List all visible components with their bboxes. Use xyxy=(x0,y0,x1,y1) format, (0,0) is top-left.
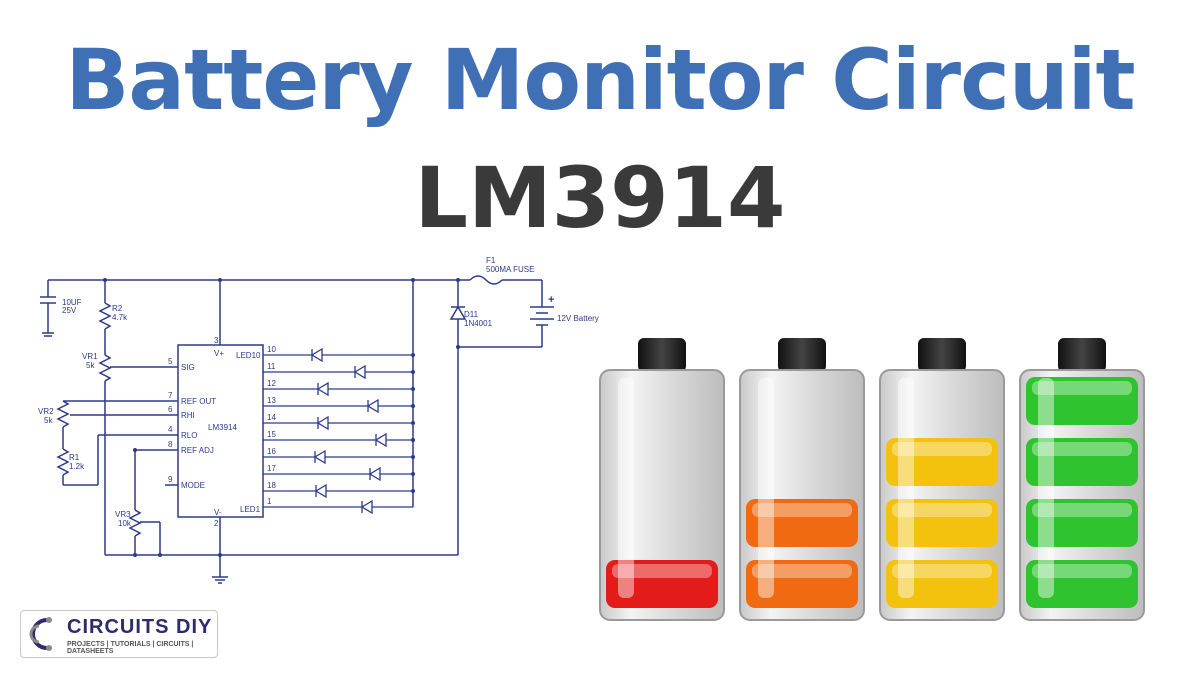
r2-value: 4.7k xyxy=(112,313,128,322)
circuit-schematic: LED10 LED1 LM3914 5 SIG 7 REF OUT 6 RHI … xyxy=(38,256,599,584)
led-pin-number: 12 xyxy=(267,379,276,388)
ic-pin-number: 5 xyxy=(168,357,173,366)
led-pin-number: 15 xyxy=(267,430,276,439)
battery-cap xyxy=(638,338,686,372)
segment-highlight xyxy=(1032,442,1132,456)
page-subtitle: LM3914 xyxy=(414,149,786,247)
battery-cap xyxy=(1058,338,1106,372)
diode-name: D11 xyxy=(464,310,479,319)
segment-highlight xyxy=(892,442,992,456)
logo-tagline: PROJECTS | TUTORIALS | CIRCUITS | DATASH… xyxy=(67,641,194,655)
battery-charge-segment xyxy=(746,499,858,547)
segment-highlight xyxy=(752,564,852,578)
ic-led10-label: LED10 xyxy=(236,351,261,360)
battery-charge-segment xyxy=(1026,438,1138,486)
led-pin-number: 14 xyxy=(267,413,276,422)
battery-level-illustration xyxy=(599,338,1145,621)
fuse-value: 500MA FUSE xyxy=(486,265,534,274)
ic-pin-number: 8 xyxy=(168,440,173,449)
vr3-name: VR3 xyxy=(115,510,131,519)
ic-pin-name: RLO xyxy=(181,431,197,440)
capacitor-voltage: 25V xyxy=(62,306,77,315)
battery-charge-segment xyxy=(886,438,998,486)
ic-pin-number: 4 xyxy=(168,425,173,434)
battery-icon xyxy=(879,338,1005,621)
battery-charge-segment xyxy=(886,560,998,608)
led-pin-number: 13 xyxy=(267,396,276,405)
glass-reflection xyxy=(618,378,634,598)
ic-pin-name: V- xyxy=(214,508,222,517)
battery-cap xyxy=(918,338,966,372)
led-pin-number: 16 xyxy=(267,447,276,456)
ic-pin-number: 6 xyxy=(168,405,173,414)
battery-icon xyxy=(739,338,865,621)
ic-led1-label: LED1 xyxy=(240,505,261,514)
battery-cap xyxy=(778,338,826,372)
battery-body xyxy=(739,369,865,621)
ic-pin-name: REF ADJ xyxy=(181,446,214,455)
battery-charge-segment xyxy=(1026,560,1138,608)
ic-pin-name: V+ xyxy=(214,349,224,358)
page-title: Battery Monitor Circuit xyxy=(65,31,1135,129)
battery-icon xyxy=(1019,338,1145,621)
vr1-name: VR1 xyxy=(82,352,98,361)
r2-name: R2 xyxy=(112,304,123,313)
led-pin-number: 17 xyxy=(267,464,276,473)
battery-charge-segment xyxy=(1026,377,1138,425)
glass-reflection xyxy=(898,378,914,598)
battery-body xyxy=(1019,369,1145,621)
ic-pin-name: SIG xyxy=(181,363,195,372)
glass-reflection xyxy=(758,378,774,598)
vr1-value: 5k xyxy=(86,361,95,370)
vr2-value: 5k xyxy=(44,416,53,425)
vr3-value: 10k xyxy=(118,519,132,528)
led-pin-number: 10 xyxy=(267,345,276,354)
logo-icon xyxy=(29,617,52,651)
led-pin-number: 1 xyxy=(267,497,272,506)
battery-charge-segment xyxy=(1026,499,1138,547)
battery-charge-segment xyxy=(746,560,858,608)
battery-label: 12V Battery xyxy=(557,314,599,323)
led-pin-number: 11 xyxy=(267,362,276,371)
ic-pin-name: RHI xyxy=(181,411,195,420)
r1-name: R1 xyxy=(69,453,80,462)
segment-highlight xyxy=(1032,503,1132,517)
battery-body xyxy=(879,369,1005,621)
battery-charge-segment xyxy=(606,560,718,608)
diode-value: 1N4001 xyxy=(464,319,493,328)
segment-highlight xyxy=(1032,381,1132,395)
battery-polarity: + xyxy=(548,294,554,306)
led-pin-number: 18 xyxy=(267,481,276,490)
ic-name-label: LM3914 xyxy=(208,423,237,432)
fuse-name: F1 xyxy=(486,256,496,265)
ic-pin-number: 7 xyxy=(168,391,173,400)
battery-charge-segment xyxy=(886,499,998,547)
segment-highlight xyxy=(892,564,992,578)
battery-body xyxy=(599,369,725,621)
logo-brand-text: CIRCUITS DIY xyxy=(67,616,213,638)
vr2-name: VR2 xyxy=(38,407,54,416)
segment-highlight xyxy=(752,503,852,517)
glass-reflection xyxy=(1038,378,1054,598)
capacitor-value: 10UF xyxy=(62,298,82,307)
segment-highlight xyxy=(892,503,992,517)
ic-pin-number: 2 xyxy=(214,519,219,528)
ic-pin-number: 9 xyxy=(168,475,173,484)
ic-pin-name: MODE xyxy=(181,481,205,490)
segment-highlight xyxy=(612,564,712,578)
ic-pin-name: REF OUT xyxy=(181,397,216,406)
circuits-diy-logo: CIRCUITS DIY PROJECTS | TUTORIALS | CIRC… xyxy=(20,610,218,658)
battery-icon xyxy=(599,338,725,621)
ic-pin-number: 3 xyxy=(214,336,219,345)
segment-highlight xyxy=(1032,564,1132,578)
r1-value: 1.2k xyxy=(69,462,85,471)
